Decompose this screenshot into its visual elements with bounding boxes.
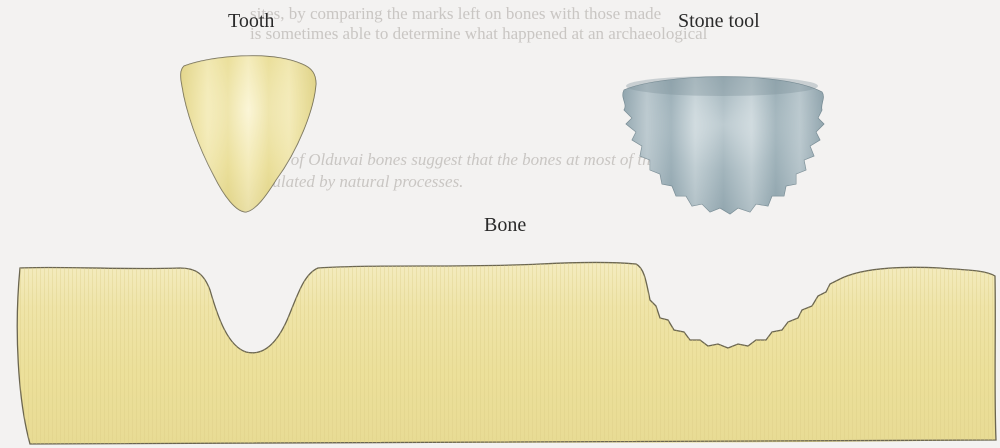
tooth-label: Tooth <box>228 10 274 33</box>
bone-shape <box>17 263 996 445</box>
stone-tool-label: Stone tool <box>678 10 760 33</box>
tooth-shape <box>181 56 316 212</box>
stone-tool-shape <box>623 76 824 214</box>
bone-label: Bone <box>484 214 526 237</box>
